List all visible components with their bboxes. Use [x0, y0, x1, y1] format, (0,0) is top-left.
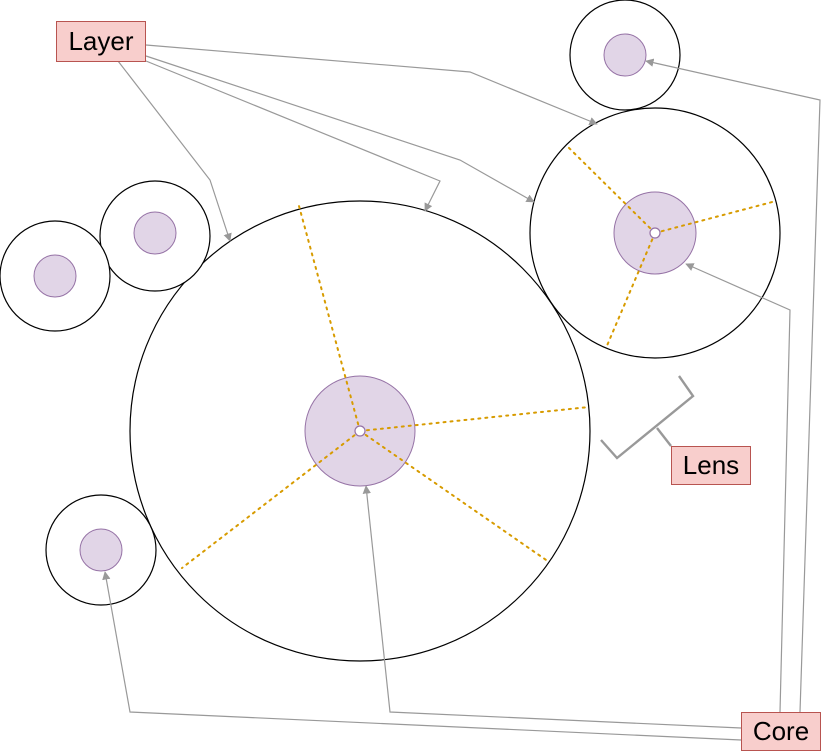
layer-connector-2 — [145, 60, 441, 212]
small-core-top-right — [603, 33, 647, 77]
layer-connector-4 — [145, 44, 598, 126]
core-connector-1 — [102, 571, 742, 741]
layer-label: Layer — [56, 21, 146, 62]
spoke-large-4 — [181, 430, 361, 569]
spoke-medium-1 — [566, 145, 656, 234]
lens-label: Lens — [671, 446, 751, 485]
spoke-large-2 — [359, 406, 590, 432]
core-connector-3 — [685, 263, 791, 713]
core-connector-4 — [645, 58, 821, 713]
small-core-upper-left — [133, 211, 177, 255]
spoke-medium-3 — [605, 232, 656, 349]
lens-bracket — [600, 375, 695, 460]
lens-bracket-stem — [656, 427, 672, 447]
layer-connector-3 — [145, 55, 535, 203]
small-core-left — [33, 254, 77, 298]
small-core-lower-left — [79, 528, 123, 572]
spoke-medium-2 — [654, 200, 777, 234]
large-center-marker — [354, 425, 366, 437]
layer-connector-1 — [117, 60, 232, 242]
core-label: Core — [741, 712, 821, 751]
medium-center-marker — [649, 227, 661, 239]
spoke-large-3 — [359, 430, 550, 563]
core-connector-2 — [362, 485, 742, 729]
